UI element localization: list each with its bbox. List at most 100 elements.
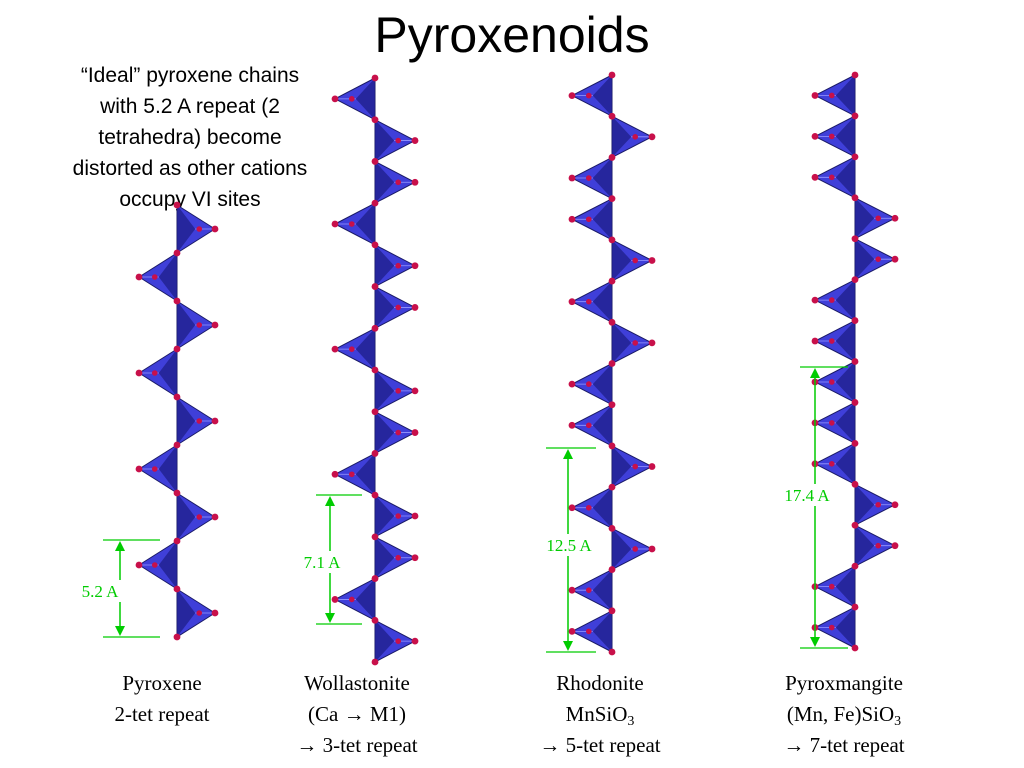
tetrahedron xyxy=(568,569,613,612)
bridging-oxygen-atom xyxy=(371,491,379,499)
oxygen-atom xyxy=(411,304,419,311)
tetrahedron-shade xyxy=(592,487,612,529)
oxygen-atom xyxy=(411,262,419,270)
oxygen-atom xyxy=(395,429,402,436)
tetrahedron-shade xyxy=(835,361,855,403)
bridging-oxygen-atom xyxy=(608,236,616,244)
oxygen-atom xyxy=(875,542,881,549)
bridging-oxygen-atom xyxy=(371,324,379,332)
bridging-oxygen-atom xyxy=(371,533,379,541)
tetrahedron-shade xyxy=(158,445,177,493)
tetrahedron xyxy=(568,198,613,241)
bridging-oxygen-atom xyxy=(608,524,616,532)
tetrahedron xyxy=(568,74,613,117)
oxygen-atom xyxy=(211,417,219,425)
bridging-oxygen-atom xyxy=(371,575,379,582)
tetrahedron-shade xyxy=(355,328,375,370)
oxygen-atom xyxy=(891,214,899,222)
tetrahedron xyxy=(374,286,419,329)
oxygen-atom xyxy=(411,554,419,562)
rhodonite-repeat-marker: 12.5 A xyxy=(537,447,601,653)
oxygen-atom xyxy=(395,179,402,186)
intro-line: with 5.2 A repeat (2 xyxy=(100,95,280,118)
bridging-oxygen-atom xyxy=(371,158,379,165)
wollastonite-substitution: (Ca → M1) xyxy=(308,702,406,726)
tetrahedron xyxy=(811,320,856,362)
tetrahedron xyxy=(331,327,376,371)
oxygen-atom xyxy=(586,92,592,99)
rhodonite-chain xyxy=(568,71,656,656)
bridging-oxygen-atom xyxy=(608,566,616,573)
oxygen-atom xyxy=(891,255,899,263)
oxygen-atom xyxy=(411,387,419,395)
oxygen-atom xyxy=(331,220,339,228)
tetrahedron xyxy=(568,486,613,529)
oxygen-atom xyxy=(151,274,158,280)
bridging-oxygen-atom xyxy=(851,317,859,324)
oxygen-atom xyxy=(829,92,835,99)
oxygen-atom xyxy=(349,596,355,603)
oxygen-atom xyxy=(632,134,638,140)
oxygen-atom xyxy=(648,257,656,264)
bridging-oxygen-atom xyxy=(608,112,616,120)
oxygen-atom xyxy=(151,562,158,568)
bridging-oxygen-atom xyxy=(371,116,379,124)
wollastonite-name: Wollastonite xyxy=(304,671,410,695)
pyroxmangite-name: Pyroxmangite xyxy=(785,671,903,695)
tetrahedron-shade xyxy=(835,607,855,648)
bridging-oxygen-atom xyxy=(173,537,181,545)
oxygen-atom xyxy=(829,297,835,303)
oxygen-atom xyxy=(829,461,835,467)
oxygen-atom xyxy=(568,627,576,635)
tetrahedron xyxy=(611,321,656,364)
oxygen-atom xyxy=(196,418,203,424)
tetrahedron xyxy=(176,396,219,446)
tetrahedron-shade xyxy=(158,253,177,301)
tetrahedron-shade xyxy=(592,281,612,323)
bridging-oxygen-atom xyxy=(608,442,616,450)
tetrahedron-shade xyxy=(855,238,875,280)
oxygen-atom xyxy=(648,545,656,553)
oxygen-atom xyxy=(395,513,402,519)
tetrahedron xyxy=(854,524,899,567)
tetrahedron-shade xyxy=(355,203,375,245)
oxygen-atom xyxy=(568,92,576,100)
pyroxene-repeat: 2-tet repeat xyxy=(114,702,210,726)
tetrahedron xyxy=(374,119,419,162)
tetrahedron xyxy=(374,160,419,204)
bridging-oxygen-atom xyxy=(173,249,181,257)
tetrahedron-shade xyxy=(355,78,375,120)
bridging-oxygen-atom xyxy=(371,74,379,82)
tetrahedron-shade xyxy=(835,156,855,198)
tetrahedron xyxy=(374,369,419,413)
tetrahedron xyxy=(854,483,899,526)
wollastonite-repeat: → 3-tet repeat xyxy=(296,733,418,757)
rhodonite-name: Rhodonite xyxy=(556,671,644,695)
bridging-oxygen-atom xyxy=(173,393,181,401)
intro-line: tetrahedra) become xyxy=(98,126,282,149)
tetrahedron xyxy=(811,115,856,158)
oxygen-atom xyxy=(586,587,592,593)
oxygen-atom xyxy=(151,466,158,472)
rhodonite-caption: Rhodonite MnSiO3 → 5-tet repeat xyxy=(480,668,720,761)
tetrahedron xyxy=(374,411,419,454)
oxygen-atom xyxy=(331,596,339,603)
oxygen-atom xyxy=(568,421,576,429)
tetrahedron-shade xyxy=(355,578,375,621)
oxygen-atom xyxy=(811,337,819,345)
tetrahedron xyxy=(331,452,376,496)
oxygen-atom xyxy=(875,501,881,508)
oxygen-atom xyxy=(648,463,656,470)
bridging-oxygen-atom xyxy=(173,585,181,593)
tetrahedron-shade xyxy=(592,198,612,240)
tetrahedron xyxy=(331,578,376,621)
oxygen-atom xyxy=(586,298,592,305)
tetrahedron-shade xyxy=(855,197,875,239)
tetrahedron-shade xyxy=(375,161,395,204)
oxygen-atom xyxy=(411,178,419,186)
pyroxmangite-formula-main: (Mn, Fe)SiO xyxy=(786,702,895,726)
bridging-oxygen-atom xyxy=(371,283,379,290)
oxygen-atom xyxy=(568,215,576,223)
bridging-oxygen-atom xyxy=(371,366,379,374)
